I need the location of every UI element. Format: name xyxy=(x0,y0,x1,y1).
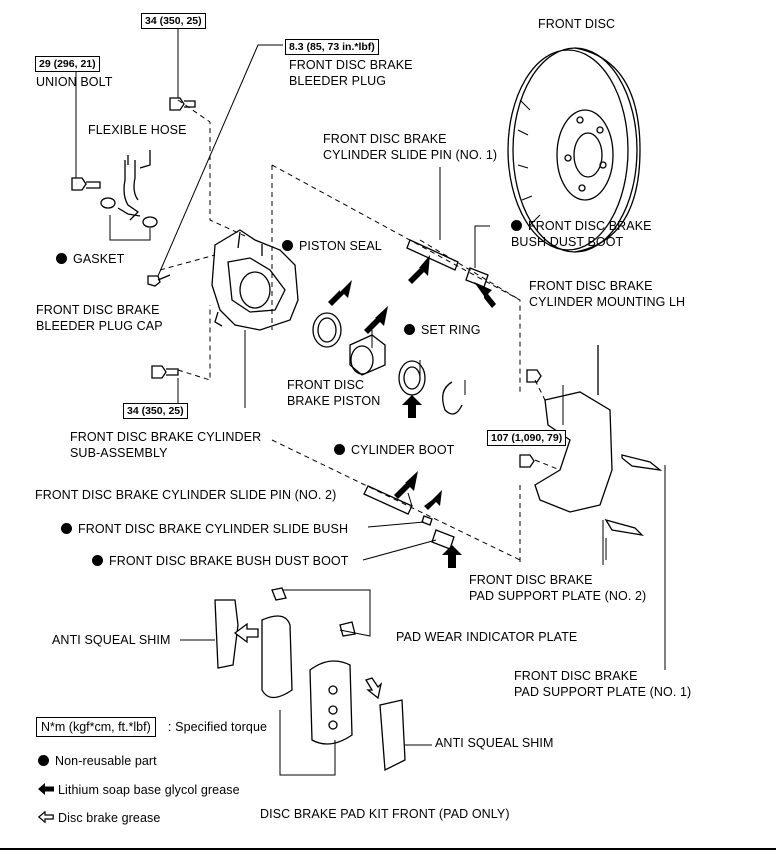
legend-non-reusable: Non-reusable part xyxy=(38,753,157,769)
caliper-mounting xyxy=(519,345,613,513)
label-cylinder-boot: CYLINDER BOOT xyxy=(334,442,454,458)
pad-support-plates xyxy=(604,454,666,670)
label-pad-kit: DISC BRAKE PAD KIT FRONT (PAD ONLY) xyxy=(260,807,510,821)
torque-box-bleeder: 8.3 (85, 73 in.*lbf) xyxy=(285,39,379,55)
brake-pads-and-shims xyxy=(214,587,406,772)
label-bleeder-cap: FRONT DISC BRAKE BLEEDER PLUG CAP xyxy=(36,303,163,333)
non-reusable-icon xyxy=(282,240,293,251)
top-bolt xyxy=(169,97,196,111)
non-reusable-icon xyxy=(404,324,415,335)
legend-disc-grease: Disc brake grease xyxy=(37,810,160,826)
label-set-ring: SET RING xyxy=(404,322,481,338)
non-reusable-icon xyxy=(334,444,345,455)
label-flexible-hose: FLEXIBLE HOSE xyxy=(88,123,187,137)
grease-arrows xyxy=(328,255,496,568)
label-support-plate-1: FRONT DISC BRAKE PAD SUPPORT PLATE (NO. … xyxy=(514,669,692,699)
disc-grease-arrows xyxy=(233,622,383,700)
torque-box-union-bolt: 29 (296, 21) xyxy=(35,56,100,72)
label-front-disc: FRONT DISC xyxy=(538,17,616,31)
legend-lithium: Lithium soap base glycol grease xyxy=(38,782,240,798)
leader-lines xyxy=(75,27,604,776)
label-piston: FRONT DISC BRAKE PISTON xyxy=(287,378,381,408)
label-anti-squeal-left: ANTI SQUEAL SHIM xyxy=(52,633,171,647)
front-disc xyxy=(507,47,641,253)
label-pad-wear: PAD WEAR INDICATOR PLATE xyxy=(396,630,578,644)
label-mounting-lh: FRONT DISC BRAKE CYLINDER MOUNTING LH xyxy=(529,279,686,309)
legend-torque-desc: : Specified torque xyxy=(168,720,268,734)
solid-arrow-icon xyxy=(38,783,54,795)
label-anti-squeal-right: ANTI SQUEAL SHIM xyxy=(435,736,554,750)
torque-box-lower-bolt: 34 (350, 25) xyxy=(123,403,188,419)
non-reusable-icon xyxy=(92,555,103,566)
label-slide-pin-1: FRONT DISC BRAKE CYLINDER SLIDE PIN (NO.… xyxy=(323,132,498,162)
non-reusable-icon xyxy=(56,253,67,264)
torque-box-mounting-bolt: 107 (1,090, 79) xyxy=(487,430,567,446)
label-bleeder-plug: FRONT DISC BRAKE BLEEDER PLUG xyxy=(289,58,413,88)
non-reusable-icon xyxy=(61,523,72,534)
label-slide-bush: FRONT DISC BRAKE CYLINDER SLIDE BUSH xyxy=(61,521,348,537)
union-bolt-and-hose xyxy=(71,150,158,241)
label-union-bolt: UNION BOLT xyxy=(36,75,113,89)
bottom-rule xyxy=(0,848,776,850)
hollow-arrow-icon xyxy=(37,810,54,824)
label-piston-seal: PISTON SEAL xyxy=(282,238,382,254)
legend-torque-unit: N*m (kgf*cm, ft.*lbf) xyxy=(36,717,156,737)
bleeder-plug xyxy=(147,274,171,287)
non-reusable-icon xyxy=(511,220,522,231)
caliper-cylinder xyxy=(211,229,299,331)
non-reusable-icon xyxy=(38,755,49,766)
label-bush-dust-boot-bottom: FRONT DISC BRAKE BUSH DUST BOOT xyxy=(92,553,348,569)
slide-pins xyxy=(363,239,489,550)
torque-box-top-bolt: 34 (350, 25) xyxy=(141,13,206,29)
label-slide-pin-2: FRONT DISC BRAKE CYLINDER SLIDE PIN (NO.… xyxy=(35,488,337,502)
label-bush-dust-boot-top: FRONT DISC BRAKE BUSH DUST BOOT xyxy=(511,219,652,249)
lower-bolt xyxy=(151,365,179,379)
label-support-plate-2: FRONT DISC BRAKE PAD SUPPORT PLATE (NO. … xyxy=(469,573,647,603)
label-cylinder-sub: FRONT DISC BRAKE CYLINDER SUB-ASSEMBLY xyxy=(70,430,262,460)
label-gasket: GASKET xyxy=(56,251,124,267)
